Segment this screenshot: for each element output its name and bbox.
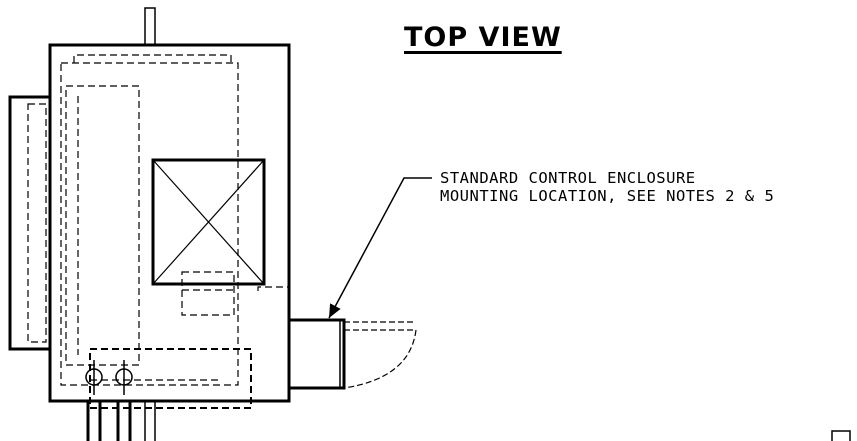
bottom-pipe-2 — [116, 399, 132, 441]
fan-opening — [151, 158, 266, 286]
enclosure-door-swing-arc — [343, 329, 417, 389]
left-side-panel — [8, 95, 52, 351]
callout-text-line-1: STANDARD CONTROL ENCLOSURE — [440, 169, 696, 187]
bottom-pipe-3 — [144, 400, 156, 441]
callout-leader — [328, 177, 432, 319]
fan-opening-diagonal-2 — [152, 159, 265, 285]
control-enclosure — [287, 318, 346, 390]
corner-box — [831, 430, 851, 441]
view-title: TOP VIEW — [404, 22, 562, 53]
top-pipe-stub — [144, 7, 156, 46]
main-unit-outline — [48, 43, 291, 403]
callout-text-line-2: MOUNTING LOCATION, SEE NOTES 2 & 5 — [440, 187, 775, 205]
motor-hidden — [181, 271, 235, 316]
left-panel-inner-hidden — [27, 103, 47, 343]
coil-hidden — [65, 85, 140, 366]
motor-link-hidden — [257, 286, 289, 291]
internal-frame-top-step — [73, 54, 232, 63]
bottom-pipe-1 — [86, 399, 102, 441]
internal-frame-hidden — [60, 62, 239, 386]
drain-pan-hidden — [89, 348, 252, 409]
